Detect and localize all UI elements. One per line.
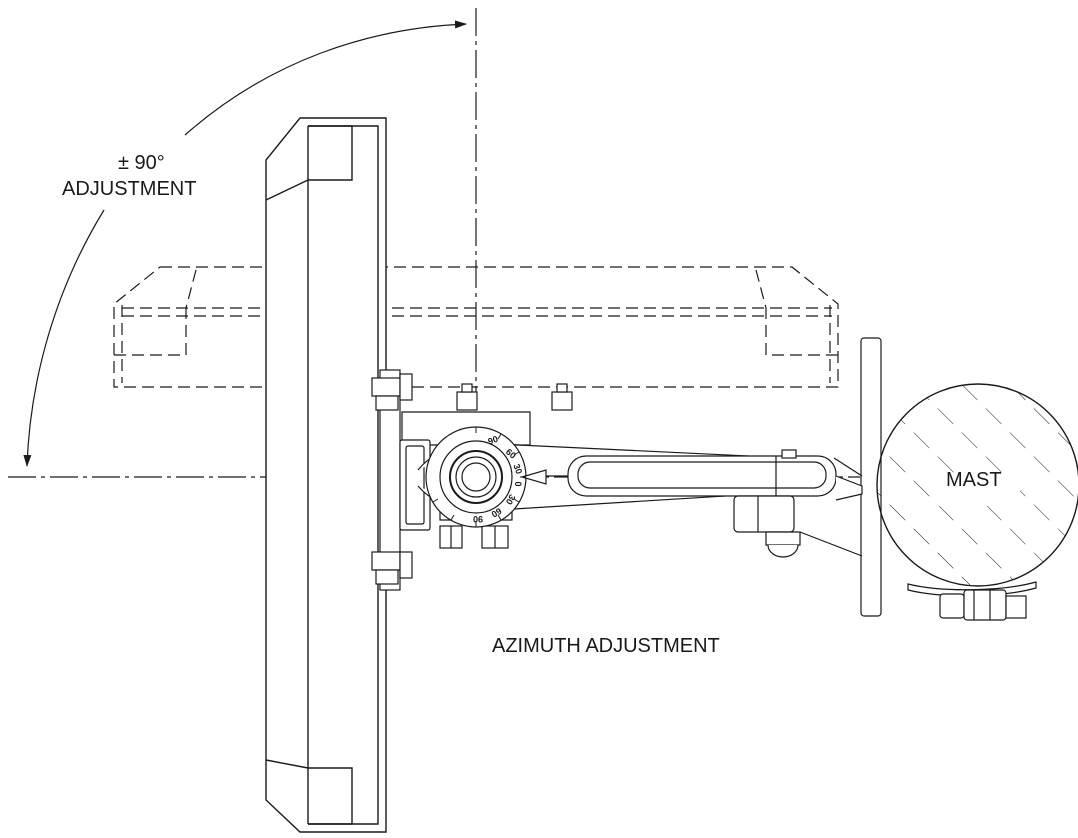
panel-back-plate — [371, 369, 413, 591]
antenna-panel — [265, 117, 387, 833]
top-bolts — [456, 383, 573, 411]
mast-bracket — [799, 337, 882, 617]
azimuth-dial — [425, 426, 547, 528]
tilt-arc-upper — [184, 20, 467, 136]
tilt-range-label: ± 90° — [118, 152, 165, 174]
dial-mark-label: 30 — [504, 493, 518, 507]
dial-mark-label: 60 — [490, 506, 504, 520]
bottom-nuts — [439, 525, 509, 549]
dial-mark-label: 30 — [511, 463, 524, 476]
panel-rotated-outline — [113, 266, 839, 388]
dial-mark-label: 0 — [513, 481, 523, 486]
clamp-block — [733, 495, 801, 558]
mast-label: MAST — [946, 469, 1002, 491]
mast-clamp — [907, 581, 1037, 621]
azimuth-adjustment-label: AZIMUTH ADJUSTMENT — [492, 635, 720, 657]
tilt-arc-lower — [23, 209, 105, 467]
tilt-adjustment-label: ADJUSTMENT — [62, 178, 197, 200]
dial-mark-label: 90 — [487, 434, 500, 447]
mast — [876, 383, 1078, 587]
dial-mark-label: 90 — [473, 514, 483, 524]
dial-mark-label: 60 — [504, 447, 518, 461]
dial-tick-marks — [432, 427, 526, 527]
